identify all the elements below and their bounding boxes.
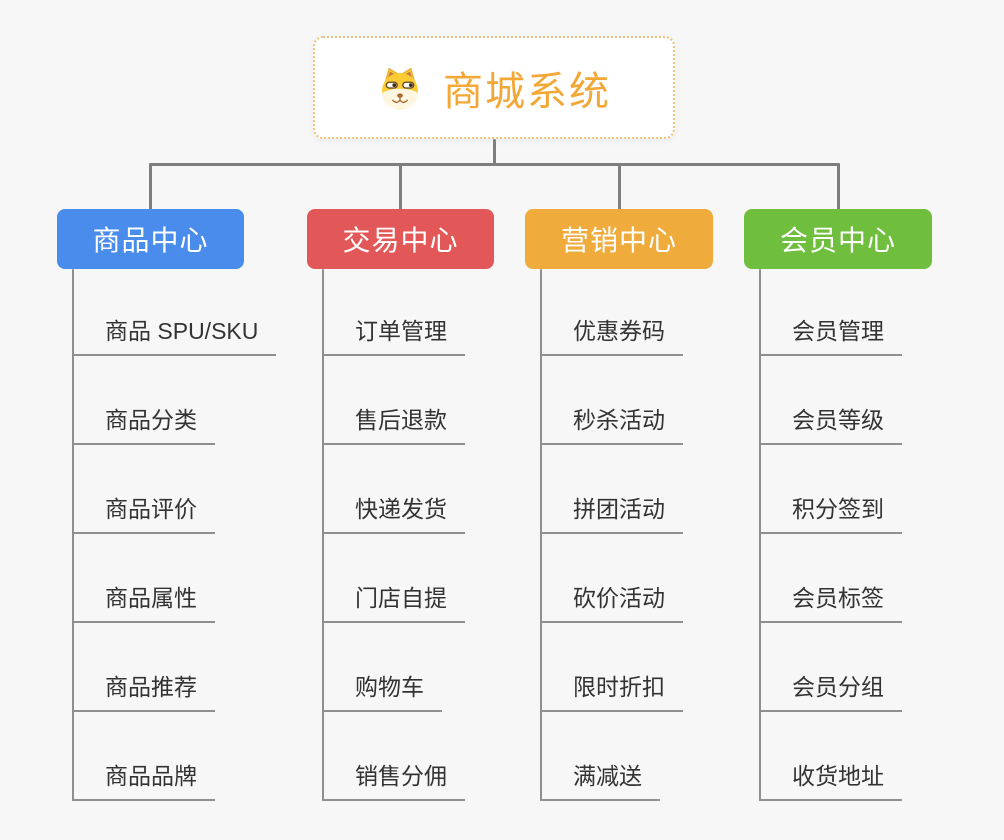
connector-line bbox=[322, 269, 324, 801]
child-topic[interactable]: 快递发货 bbox=[322, 494, 465, 534]
branch-node-4[interactable]: 会员中心 bbox=[744, 209, 932, 269]
child-topic[interactable]: 会员分组 bbox=[759, 672, 902, 712]
branch-node-1[interactable]: 商品中心 bbox=[57, 209, 244, 269]
child-topic[interactable]: 收货地址 bbox=[759, 761, 902, 801]
child-topic[interactable]: 商品分类 bbox=[72, 405, 215, 445]
branch-label: 交易中心 bbox=[342, 225, 459, 256]
connector-line bbox=[149, 163, 840, 166]
child-topic[interactable]: 售后退款 bbox=[322, 405, 465, 445]
child-topic[interactable]: 砍价活动 bbox=[540, 583, 683, 623]
connector-line bbox=[149, 163, 152, 210]
child-topic[interactable]: 销售分佣 bbox=[322, 761, 465, 801]
root-node[interactable]: 商城系统 bbox=[313, 36, 675, 139]
connector-line bbox=[759, 269, 761, 801]
child-topic[interactable]: 门店自提 bbox=[322, 583, 465, 623]
connector-line bbox=[72, 269, 74, 801]
child-topic[interactable]: 满减送 bbox=[540, 761, 660, 801]
child-topic[interactable]: 会员管理 bbox=[759, 316, 902, 356]
child-topic[interactable]: 积分签到 bbox=[759, 494, 902, 534]
child-topic[interactable]: 商品评价 bbox=[72, 494, 215, 534]
branch-node-2[interactable]: 交易中心 bbox=[307, 209, 494, 269]
child-topic[interactable]: 商品 SPU/SKU bbox=[72, 316, 277, 356]
connector-line bbox=[617, 163, 621, 210]
connector-line bbox=[493, 139, 496, 166]
child-topic[interactable]: 购物车 bbox=[322, 672, 442, 712]
branch-label: 会员中心 bbox=[779, 225, 896, 256]
branch-label: 商品中心 bbox=[92, 225, 209, 256]
child-topic[interactable]: 商品品牌 bbox=[72, 761, 215, 801]
child-topic[interactable]: 限时折扣 bbox=[540, 672, 683, 712]
child-topic[interactable]: 拼团活动 bbox=[540, 494, 683, 534]
root-title: 商城系统 bbox=[443, 69, 611, 114]
dog-face-icon bbox=[382, 67, 418, 109]
child-topic[interactable]: 会员等级 bbox=[759, 405, 902, 445]
connector-line bbox=[836, 163, 840, 210]
branch-label: 营销中心 bbox=[560, 225, 677, 256]
child-topic[interactable]: 秒杀活动 bbox=[540, 405, 683, 445]
connector-line bbox=[540, 269, 542, 801]
connector-line bbox=[399, 163, 402, 210]
child-topic[interactable]: 订单管理 bbox=[322, 316, 465, 356]
child-topic[interactable]: 会员标签 bbox=[759, 583, 902, 623]
child-topic[interactable]: 优惠券码 bbox=[540, 316, 683, 356]
child-topic[interactable]: 商品属性 bbox=[72, 583, 215, 623]
branch-node-3[interactable]: 营销中心 bbox=[525, 209, 713, 269]
child-topic[interactable]: 商品推荐 bbox=[72, 672, 215, 712]
